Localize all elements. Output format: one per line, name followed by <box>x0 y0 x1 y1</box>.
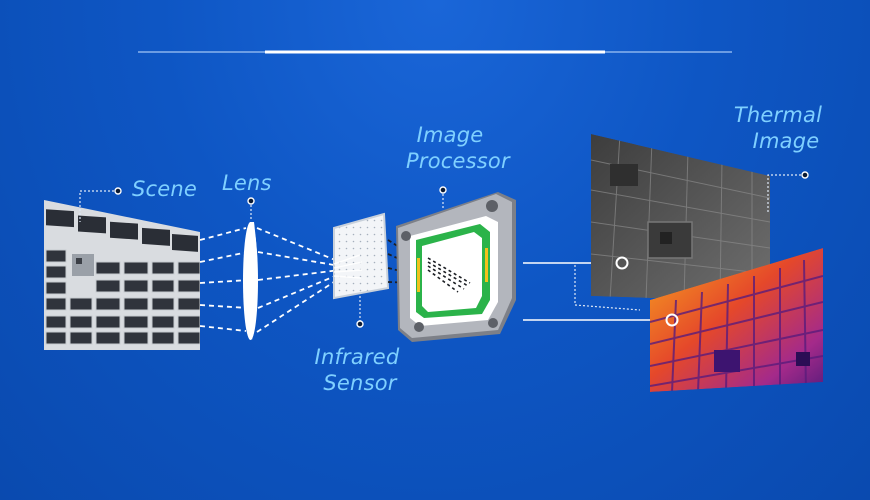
label-image-processor: Image Processor <box>406 123 510 173</box>
thermal-image-color <box>650 248 823 392</box>
label-thermal-image: Thermal Image <box>733 103 823 153</box>
label-infrared-sensor: Infrared Sensor <box>314 345 400 395</box>
label-leaders <box>79 174 805 322</box>
label-dots <box>114 171 809 328</box>
label-lens: Lens <box>222 171 272 195</box>
sensor-grid <box>333 212 390 300</box>
lens-to-sensor-rays <box>256 227 341 333</box>
label-scene: Scene <box>132 177 198 201</box>
processor-chip <box>396 192 516 342</box>
thermal-image-grayscale <box>591 134 770 302</box>
scene-to-lens-rays <box>199 227 250 332</box>
scene-image <box>44 200 200 350</box>
